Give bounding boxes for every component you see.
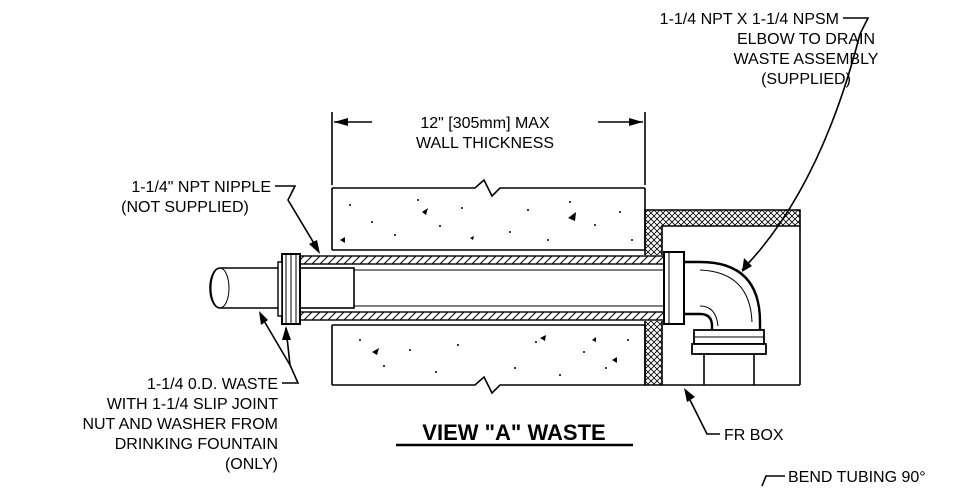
elbow-label-line4: (SUPPLIED) (761, 71, 851, 88)
wall-thickness-dimension (331, 112, 646, 185)
fr-box-label: FR BOX (724, 427, 784, 444)
waste-label-line5: (ONLY) (225, 456, 278, 473)
waste-label-line3: NUT AND WASHER FROM (82, 416, 278, 433)
elbow-label-line2: ELBOW TO DRAIN (737, 31, 875, 48)
concrete-aggregate (340, 199, 633, 376)
nipple-label-line1: 1-1/4" NPT NIPPLE (131, 179, 271, 196)
wall-thickness-line2: WALL THICKNESS (416, 135, 554, 152)
waste-label-line1: 1-1/4 0.D. WASTE (147, 376, 278, 393)
elbow-callout: 1-1/4 NPT X 1-1/4 NPSM ELBOW TO DRAIN WA… (660, 11, 879, 88)
slip-joint-nut (277, 253, 301, 325)
elbow-label-line1: 1-1/4 NPT X 1-1/4 NPSM (660, 11, 839, 28)
waste-label-line2: WITH 1-1/4 SLIP JOINT (107, 396, 279, 413)
leader-lines (259, 17, 870, 487)
wall-thickness-line1: 12" [305mm] MAX (420, 115, 550, 132)
view-title: VIEW "A" WASTE (422, 420, 605, 445)
wall-thickness-callout: 12" [305mm] MAX WALL THICKNESS (416, 115, 554, 152)
elbow-fitting (663, 251, 767, 385)
elbow-label-line3: WASTE ASSEMBLY (734, 51, 879, 68)
nipple-pipe (297, 255, 669, 321)
nipple-label-line2: (NOT SUPPLIED) (121, 199, 249, 216)
nipple-callout: 1-1/4" NPT NIPPLE (NOT SUPPLIED) (121, 179, 271, 216)
bend-tubing-label: BEND TUBING 90° (788, 469, 926, 486)
waste-tube (209, 267, 282, 309)
waste-label-line4: DRINKING FOUNTAIN (115, 436, 278, 453)
fr-box (644, 209, 801, 386)
waste-callout: 1-1/4 0.D. WASTE WITH 1-1/4 SLIP JOINT N… (82, 376, 278, 473)
concrete-wall (331, 178, 646, 395)
